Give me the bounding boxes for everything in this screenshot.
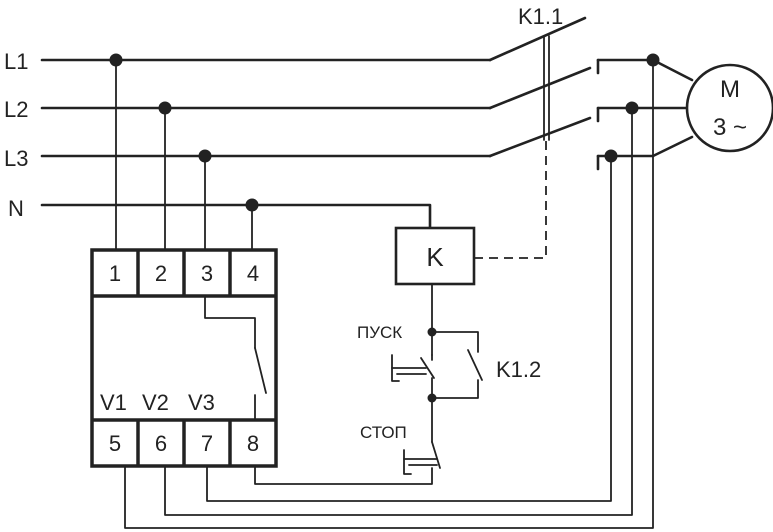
line-n — [40, 203, 432, 230]
line-label-l3: L3 — [4, 146, 28, 171]
terminal-8: 8 — [247, 431, 259, 456]
input-v3: V3 — [188, 390, 215, 415]
phase-relay: 1 2 3 4 5 6 7 8 V1 V2 V3 — [90, 248, 278, 468]
terminal-1: 1 — [109, 261, 121, 286]
junction-dots — [109, 53, 660, 403]
main-contacts — [488, 16, 694, 171]
relay-contact-blade — [254, 347, 267, 394]
relay-contact-wire-in — [204, 295, 256, 349]
terminal-5: 5 — [109, 431, 121, 456]
terminal-6: 6 — [155, 431, 167, 456]
relay-supply-wires — [115, 59, 253, 251]
line-label-l2: L2 — [4, 97, 28, 122]
contactor-coil: K — [394, 140, 547, 286]
line-label-n: N — [8, 196, 24, 221]
start-button-label: ПУСК — [357, 323, 402, 342]
terminal-7: 7 — [201, 431, 213, 456]
terminal-2: 2 — [155, 261, 167, 286]
input-v1: V1 — [100, 390, 127, 415]
terminal-3: 3 — [201, 261, 213, 286]
stop-button-label: СТОП — [360, 423, 407, 442]
coil-label: K — [426, 242, 444, 272]
motor-label-bottom: 3 ~ — [713, 114, 747, 141]
coil-linkage-dashed — [474, 140, 547, 259]
contactor-main-label: K1.1 — [518, 4, 563, 29]
control-return-wire — [254, 465, 433, 485]
motor-label-top: M — [720, 76, 740, 103]
terminal-4: 4 — [247, 261, 259, 286]
line-label-l1: L1 — [4, 49, 28, 74]
input-v2: V2 — [142, 390, 169, 415]
monitoring-wires — [124, 59, 654, 529]
control-circuit — [391, 283, 483, 475]
aux-contact-label: K1.2 — [496, 357, 541, 382]
motor: M 3 ~ — [685, 63, 773, 153]
